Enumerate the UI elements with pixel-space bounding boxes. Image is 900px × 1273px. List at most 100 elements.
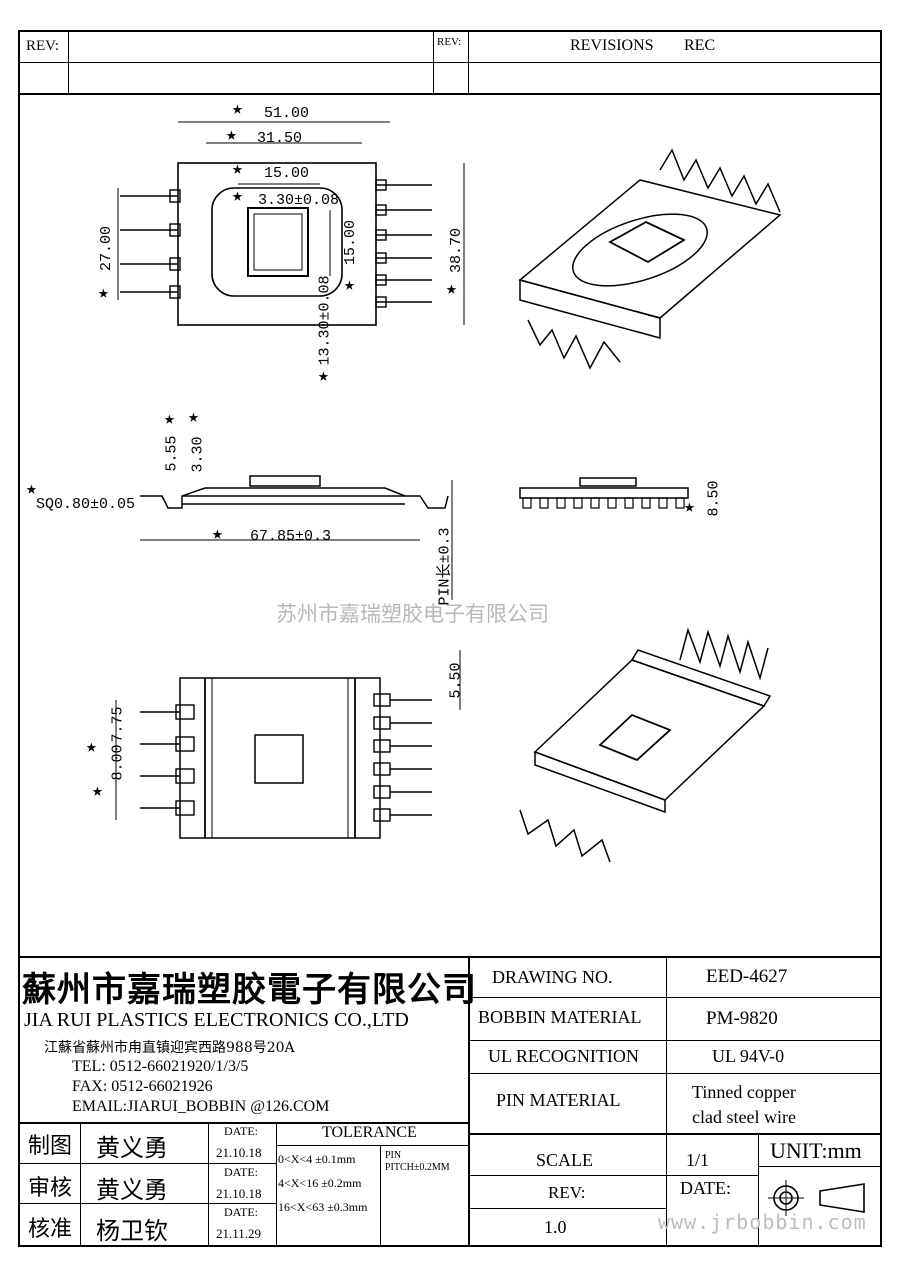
company-name-cn: 蘇州市嘉瑞塑胶電子有限公司 xyxy=(22,970,477,1010)
date-3: 21.11.29 xyxy=(216,1226,262,1241)
dim-star-a: ★ xyxy=(212,525,223,545)
website-watermark: www.jrbobbin.com xyxy=(658,1210,867,1234)
drawing-no: EED-4627 xyxy=(706,966,788,987)
bobbin-material-label: BOBBIN MATERIAL xyxy=(478,1007,642,1027)
scale-value: 1/1 xyxy=(686,1150,710,1170)
company-fax: FAX: 0512-66021926 xyxy=(72,1078,213,1095)
revisions-label: REVISIONS xyxy=(570,37,654,54)
sig-top xyxy=(18,1122,470,1124)
name-3: 杨卫钦 xyxy=(96,1217,168,1245)
header-col xyxy=(68,30,69,94)
unit-label: UNIT:mm xyxy=(770,1138,862,1163)
dim-star-b1: ★ xyxy=(92,782,103,802)
header-divider xyxy=(18,62,882,63)
company-email: EMAIL:JIARUI_BOBBIN @126.COM xyxy=(72,1098,330,1115)
spec-row xyxy=(470,1208,666,1209)
isometric-view-1 xyxy=(518,148,782,370)
dim-k: 38.70 xyxy=(448,227,466,274)
dim-star-h2: ★ xyxy=(318,367,329,387)
right-pins xyxy=(375,179,432,308)
top-view xyxy=(117,121,465,326)
dim-f: 5.55 xyxy=(163,435,181,472)
dim-star-g1: ★ xyxy=(232,160,243,180)
dim-b1: 8.00 xyxy=(109,744,127,781)
header-col xyxy=(433,30,434,94)
tolerance-title: TOLERANCE xyxy=(322,1124,417,1141)
spec-col xyxy=(758,1133,759,1246)
bottom-view xyxy=(115,650,461,839)
role-3: 核准 xyxy=(28,1217,73,1242)
dim-b2: 7.75 xyxy=(109,706,127,743)
header-divider-2 xyxy=(18,93,882,95)
end-view xyxy=(519,477,689,509)
spec-row xyxy=(470,1040,882,1041)
dim-star-j: ★ xyxy=(226,126,237,146)
date-2: 21.10.18 xyxy=(216,1186,262,1201)
role-1: 制图 xyxy=(28,1134,73,1159)
pin-material-1: Tinned copper xyxy=(692,1082,796,1102)
spec-row xyxy=(470,1133,882,1135)
rev-value: 1.0 xyxy=(544,1217,567,1237)
date-1: 21.10.18 xyxy=(216,1145,262,1160)
dim-g1: 15.00 xyxy=(264,165,310,182)
dim-i: 51.00 xyxy=(264,105,310,122)
tolerance-row-3: 16<X<63 ±0.3mm xyxy=(278,1200,368,1214)
pin-material-label: PIN MATERIAL xyxy=(496,1090,621,1110)
ul-label: UL RECOGNITION xyxy=(488,1046,639,1066)
date-label-2: DATE: xyxy=(224,1165,258,1179)
sig-col xyxy=(208,1122,209,1246)
date-label-3: DATE: xyxy=(224,1205,258,1219)
ul-value: UL 94V-0 xyxy=(712,1046,785,1066)
company-name-en: JIA RUI PLASTICS ELECTRONICS CO.,LTD xyxy=(24,1009,409,1031)
dim-g: SQ0.80±0.05 xyxy=(36,496,136,513)
spec-row xyxy=(470,1073,882,1074)
rev-label-left: REV: xyxy=(26,38,60,54)
spec-row xyxy=(758,1166,882,1167)
sig-row xyxy=(18,1203,276,1204)
dim-d: 8.50 xyxy=(705,480,723,517)
rec-label: REC xyxy=(684,37,716,54)
drawing-no-label: DRAWING NO. xyxy=(492,967,613,987)
company-tel: TEL: 0512-66021920/1/3/5 xyxy=(72,1058,249,1075)
spec-row xyxy=(470,1175,758,1176)
bobbin-material: PM-9820 xyxy=(706,1008,778,1029)
isometric-view-2 xyxy=(519,627,772,863)
role-2: 审核 xyxy=(28,1176,73,1201)
dim-star-b2: ★ xyxy=(86,738,97,758)
dim-star-h1: ★ xyxy=(344,276,355,296)
dim-star-i: ★ xyxy=(232,100,243,120)
pin-material-2: clad steel wire xyxy=(692,1107,796,1127)
dim-star-f: ★ xyxy=(164,410,175,430)
date-label: DATE: xyxy=(680,1178,731,1198)
dim-star-d: ★ xyxy=(684,498,695,518)
dim-star-e: ★ xyxy=(188,408,199,428)
header-col xyxy=(468,30,469,94)
dim-h2: 13.30±0.08 xyxy=(316,275,334,366)
name-1: 黄义勇 xyxy=(96,1134,168,1162)
tolerance-row-1: 0<X<4 ±0.1mm xyxy=(278,1152,356,1166)
drawing-border xyxy=(18,30,882,1247)
side-view xyxy=(140,475,453,600)
title-block-top xyxy=(18,956,882,958)
tolerance-pin-pitch: PITCH±0.2MM xyxy=(385,1162,450,1173)
date-label-1: DATE: xyxy=(224,1124,258,1138)
dim-star-g2: ★ xyxy=(232,187,243,207)
dim-star-k: ★ xyxy=(446,280,457,300)
left-pins xyxy=(120,189,181,299)
company-address: 江蘇省蘇州市甪直镇迎宾西路988号20A xyxy=(44,1040,295,1056)
tolerance-row-2: 4<X<16 ±0.2mm xyxy=(278,1176,362,1190)
sig-col xyxy=(276,1122,277,1246)
dim-b3: 5.50 xyxy=(447,662,465,699)
scale-label: SCALE xyxy=(536,1150,594,1170)
dim-j: 31.50 xyxy=(257,130,303,147)
dim-g2: 3.30±0.08 xyxy=(258,192,340,209)
dim-a: 67.85±0.3 xyxy=(250,528,332,545)
name-2: 黄义勇 xyxy=(96,1176,168,1204)
spec-row xyxy=(470,997,882,998)
rev-label-right: REV: xyxy=(437,36,462,48)
tb-col xyxy=(468,956,470,1246)
projection-symbol-icon xyxy=(768,1180,865,1216)
dim-h1: 15.00 xyxy=(342,219,360,266)
sig-col xyxy=(80,1122,81,1246)
spec-col xyxy=(666,956,667,1246)
